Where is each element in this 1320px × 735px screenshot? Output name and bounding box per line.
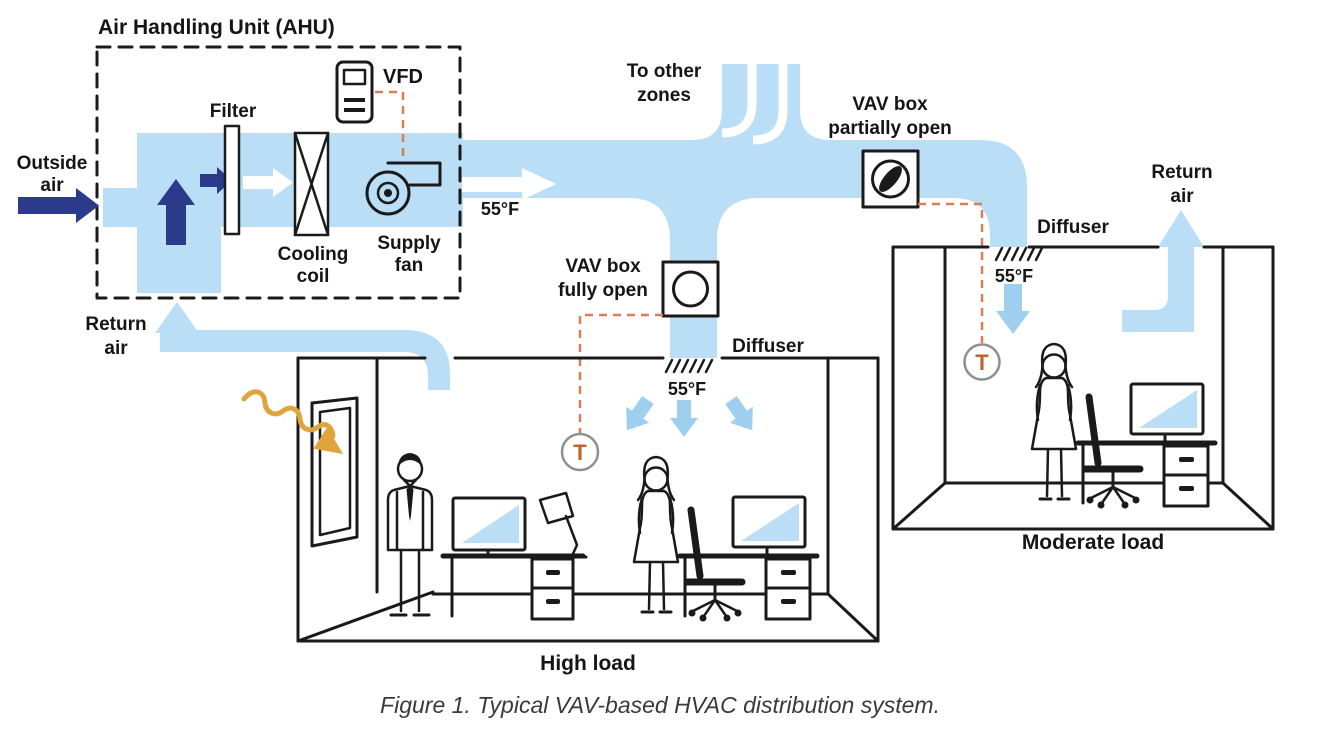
thermostat-icon-high: T: [560, 432, 600, 472]
vav-box-partially-open-label-2: partially open: [828, 118, 952, 139]
filter-icon: [223, 124, 241, 236]
return-duct-moderate: [1122, 210, 1204, 332]
return-duct-ahu: [160, 330, 450, 390]
diffuser-temp-moderate: 55°F: [995, 266, 1033, 286]
diffuser-hatch-icon: [664, 358, 714, 374]
vav-box-fully-open-icon: [661, 260, 720, 318]
outside-air-label-1: Outside: [17, 153, 88, 174]
thermostat-label-high: T: [573, 440, 587, 465]
supply-air-down-arrow-moderate: [996, 284, 1030, 334]
return-air-label-right-1: Return: [1151, 162, 1212, 183]
return-air-label-left-2: air: [104, 338, 128, 359]
monitor-icon-high-left: [451, 496, 527, 558]
vav-box-partially-open-label-1: VAV box: [852, 94, 928, 115]
to-other-zones-label-2: zones: [637, 85, 691, 106]
vav-box-partially-open-icon: [861, 149, 920, 209]
diffuser-label-moderate: Diffuser: [1037, 217, 1109, 238]
vfd-control-dashed-line: [375, 90, 405, 161]
cooling-coil-icon: [293, 131, 330, 237]
thermostat-icon-moderate: T: [963, 343, 1001, 381]
return-air-up-arrow-icon: [155, 302, 199, 333]
vfd-label: VFD: [383, 66, 423, 88]
filtered-air-arrow-icon: [243, 168, 293, 197]
mixed-air-up-arrow-icon: [157, 179, 195, 245]
supply-fan-label-1: Supply: [377, 233, 441, 254]
figure-caption: Figure 1. Typical VAV-based HVAC distrib…: [380, 692, 940, 718]
vfd-icon: [335, 60, 374, 124]
vav-box-fully-open-label-1: VAV box: [565, 256, 641, 277]
to-other-zones-branch: [692, 62, 830, 145]
supply-temp-label: 55°F: [481, 199, 519, 219]
filter-label: Filter: [210, 101, 257, 122]
solar-gain-arrow-icon: [241, 389, 344, 454]
moderate-load-label: Moderate load: [1022, 531, 1164, 554]
desk-lamp-icon: [538, 491, 588, 559]
cooling-coil-label-1: Cooling: [278, 244, 349, 265]
vav2-control-dashed-line: [918, 202, 984, 343]
room-high-load-outline: [296, 356, 880, 643]
ahu-enclosure: [95, 45, 462, 300]
desk-icon-high-left: [440, 553, 586, 621]
to-other-zones-label-1: To other: [627, 61, 702, 82]
vav-box-fully-open-label-2: fully open: [558, 280, 648, 301]
ahu-title: Air Handling Unit (AHU): [98, 16, 335, 39]
vav1-control-dashed-line: [578, 313, 663, 433]
man-icon: [386, 453, 434, 617]
high-load-label: High load: [540, 652, 636, 675]
return-air-label-left-1: Return: [85, 314, 146, 335]
supply-fan-label-2: fan: [395, 255, 424, 276]
thermostat-label-moderate: T: [975, 350, 989, 375]
workstation-high: [634, 457, 817, 622]
return-air-label-right-2: air: [1170, 186, 1194, 207]
outside-air-label-2: air: [40, 175, 64, 196]
outside-air-arrow-icon: [18, 188, 99, 223]
diffuser-hatch-icon-moderate: [994, 246, 1044, 262]
supply-air-arrow-icon: [462, 168, 556, 200]
cooling-coil-label-2: coil: [297, 266, 330, 287]
diffuser-temp-high: 55°F: [668, 379, 706, 399]
window-icon: [310, 396, 359, 548]
diffuser-label-high: Diffuser: [732, 336, 804, 357]
supply-fan-icon: [365, 161, 442, 216]
